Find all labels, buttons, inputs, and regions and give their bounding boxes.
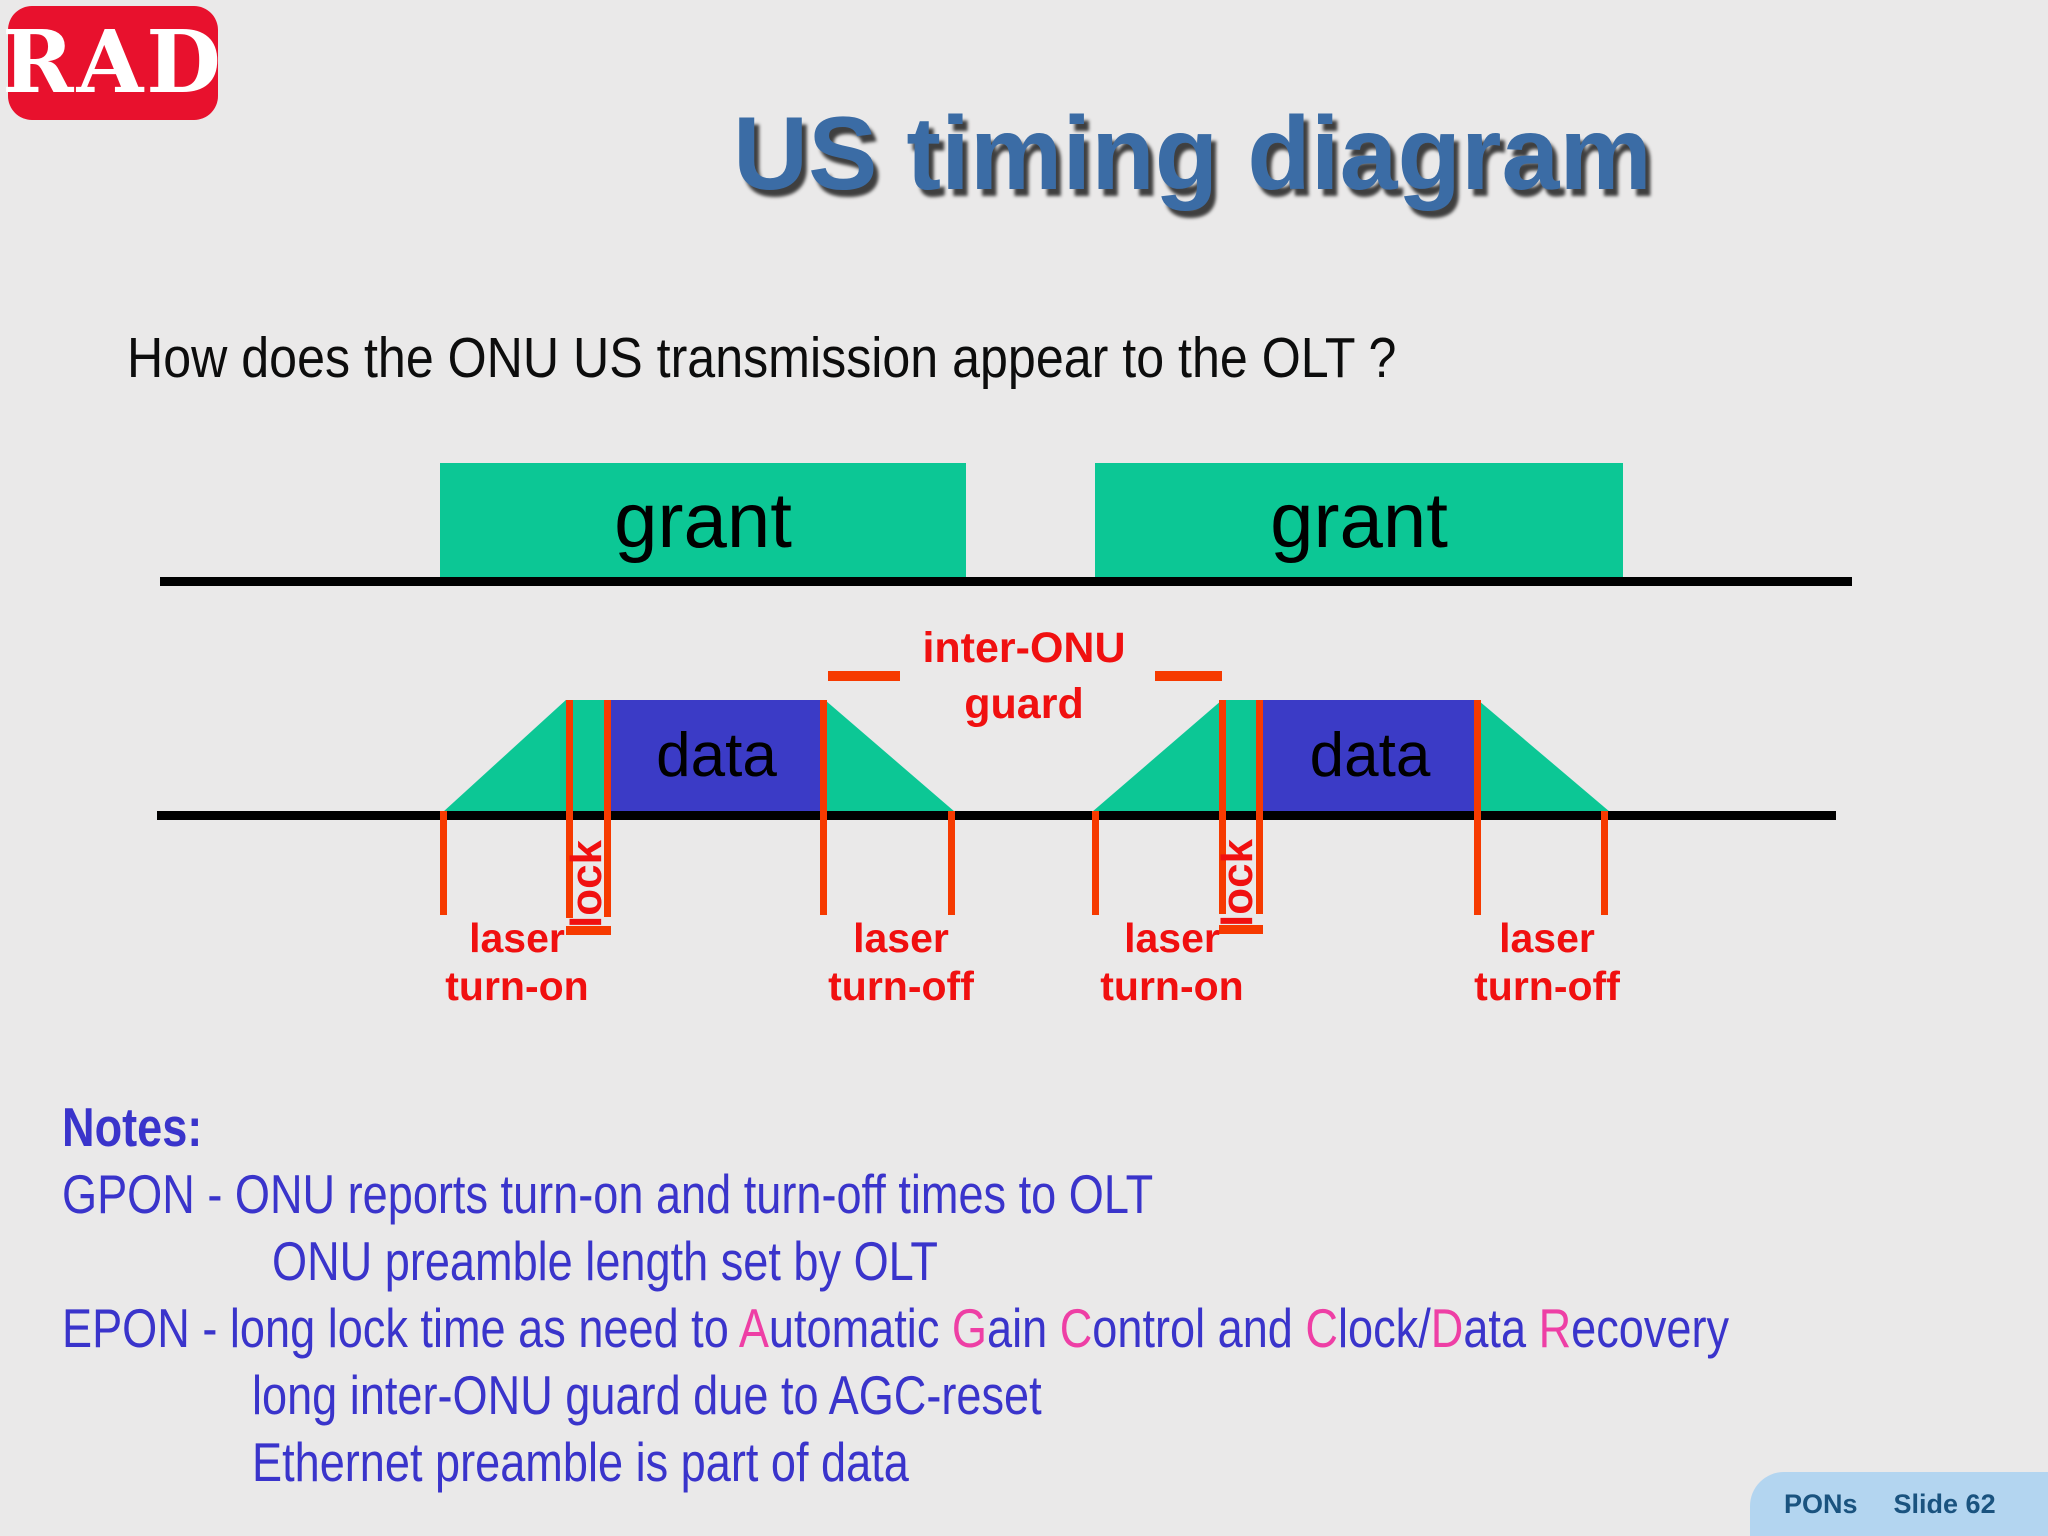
grant-label-2: grant [1270,476,1448,564]
burst-1-data-end-line [820,700,827,915]
epon-highlight-R: R [1538,1297,1572,1359]
turn-off-word: turn-off [1474,963,1620,1009]
laser-word: laser [1124,915,1220,961]
inter-onu-guard-label: inter-ONU guard [874,620,1174,732]
laser-turn-off-label-1: laser turn-off [771,914,1031,1010]
laser-turn-off-label-2: laser turn-off [1417,914,1677,1010]
turn-on-word: turn-on [445,963,589,1009]
question-text: How does the ONU US transmission appear … [127,326,1397,390]
turn-off-word: turn-off [828,963,974,1009]
note-gpon-line1: GPON - ONU reports turn-on and turn-off … [62,1163,1154,1225]
epon-text-segment: ain [986,1297,1060,1359]
notes-heading: Notes: [62,1096,203,1158]
grant-label-1: grant [614,476,792,564]
grant-box-1: grant [440,463,966,577]
burst-1-data-box: data [608,700,825,812]
data-label-1: data [656,721,777,790]
laser-word: laser [469,915,565,961]
turn-on-word: turn-on [1100,963,1244,1009]
epon-text-segment: ontrol and [1092,1297,1306,1359]
laser-word: laser [853,915,949,961]
epon-text-segment: utomatic [768,1297,952,1359]
epon-text-segment: EPON - long lock time as need to [62,1297,739,1359]
laser-turn-on-label-1: laser turn-on [387,914,647,1010]
note-epon-line3: Ethernet preamble is part of data [252,1431,909,1493]
olt-timeline-axis [160,577,1852,586]
page-title: US timing diagram [733,96,1652,212]
laser-word: laser [1499,915,1595,961]
laser-turn-on-label-2: laser turn-on [1042,914,1302,1010]
note-epon-line1: EPON - long lock time as need to Automat… [62,1297,1729,1360]
onu-timeline-axis [157,811,1836,820]
burst-2-data-end-line [1474,700,1481,915]
epon-text-segment: lock/ [1338,1297,1431,1359]
note-epon-line2: long inter-ONU guard due to AGC-reset [252,1364,1042,1426]
rad-logo: RAD [2,6,221,120]
rad-logo-text: RAD [2,12,224,113]
guard-label-line2: guard [964,680,1084,728]
epon-text-segment: ecovery [1571,1297,1730,1359]
epon-highlight-C2: C [1305,1297,1339,1359]
epon-highlight-C: C [1059,1297,1093,1359]
burst-1-turn-on-tick [440,811,447,915]
burst-2-lock-start-line [1219,700,1226,914]
burst-2-lock-end-line [1256,700,1263,914]
slide-number: Slide 62 [1893,1488,1996,1519]
grant-box-2: grant [1095,463,1623,577]
lock-underline-2 [1219,925,1263,934]
burst-1-lock-end-line [604,700,611,917]
burst-1-lock-start-line [566,700,573,918]
guard-dash-right [1155,671,1222,681]
epon-text-segment: ata [1463,1297,1539,1359]
burst-1-turn-off-tick [948,811,955,915]
epon-highlight-A: A [738,1297,769,1359]
epon-highlight-G: G [951,1297,987,1359]
burst-2-turn-off-tick [1601,811,1608,915]
data-label-2: data [1309,721,1431,790]
note-gpon-line2: ONU preamble length set by OLT [272,1230,938,1292]
deck-name: PONs [1784,1488,1858,1519]
guard-dash-left [828,671,900,681]
footer-badge: PONs Slide 62 [1750,1472,2048,1536]
burst-2-turn-on-tick [1092,811,1099,915]
guard-label-line1: inter-ONU [922,624,1126,672]
epon-highlight-D: D [1430,1297,1464,1359]
lock-underline-1 [566,926,611,935]
burst-2-data-box: data [1262,700,1478,812]
